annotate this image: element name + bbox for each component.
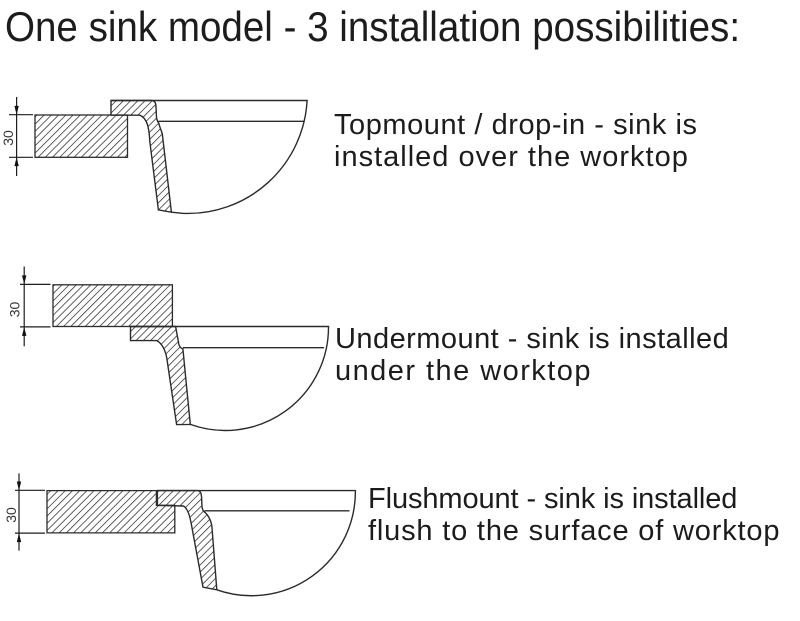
svg-text:30: 30	[3, 507, 19, 523]
svg-text:30: 30	[6, 302, 22, 318]
svg-text:30: 30	[0, 130, 16, 146]
